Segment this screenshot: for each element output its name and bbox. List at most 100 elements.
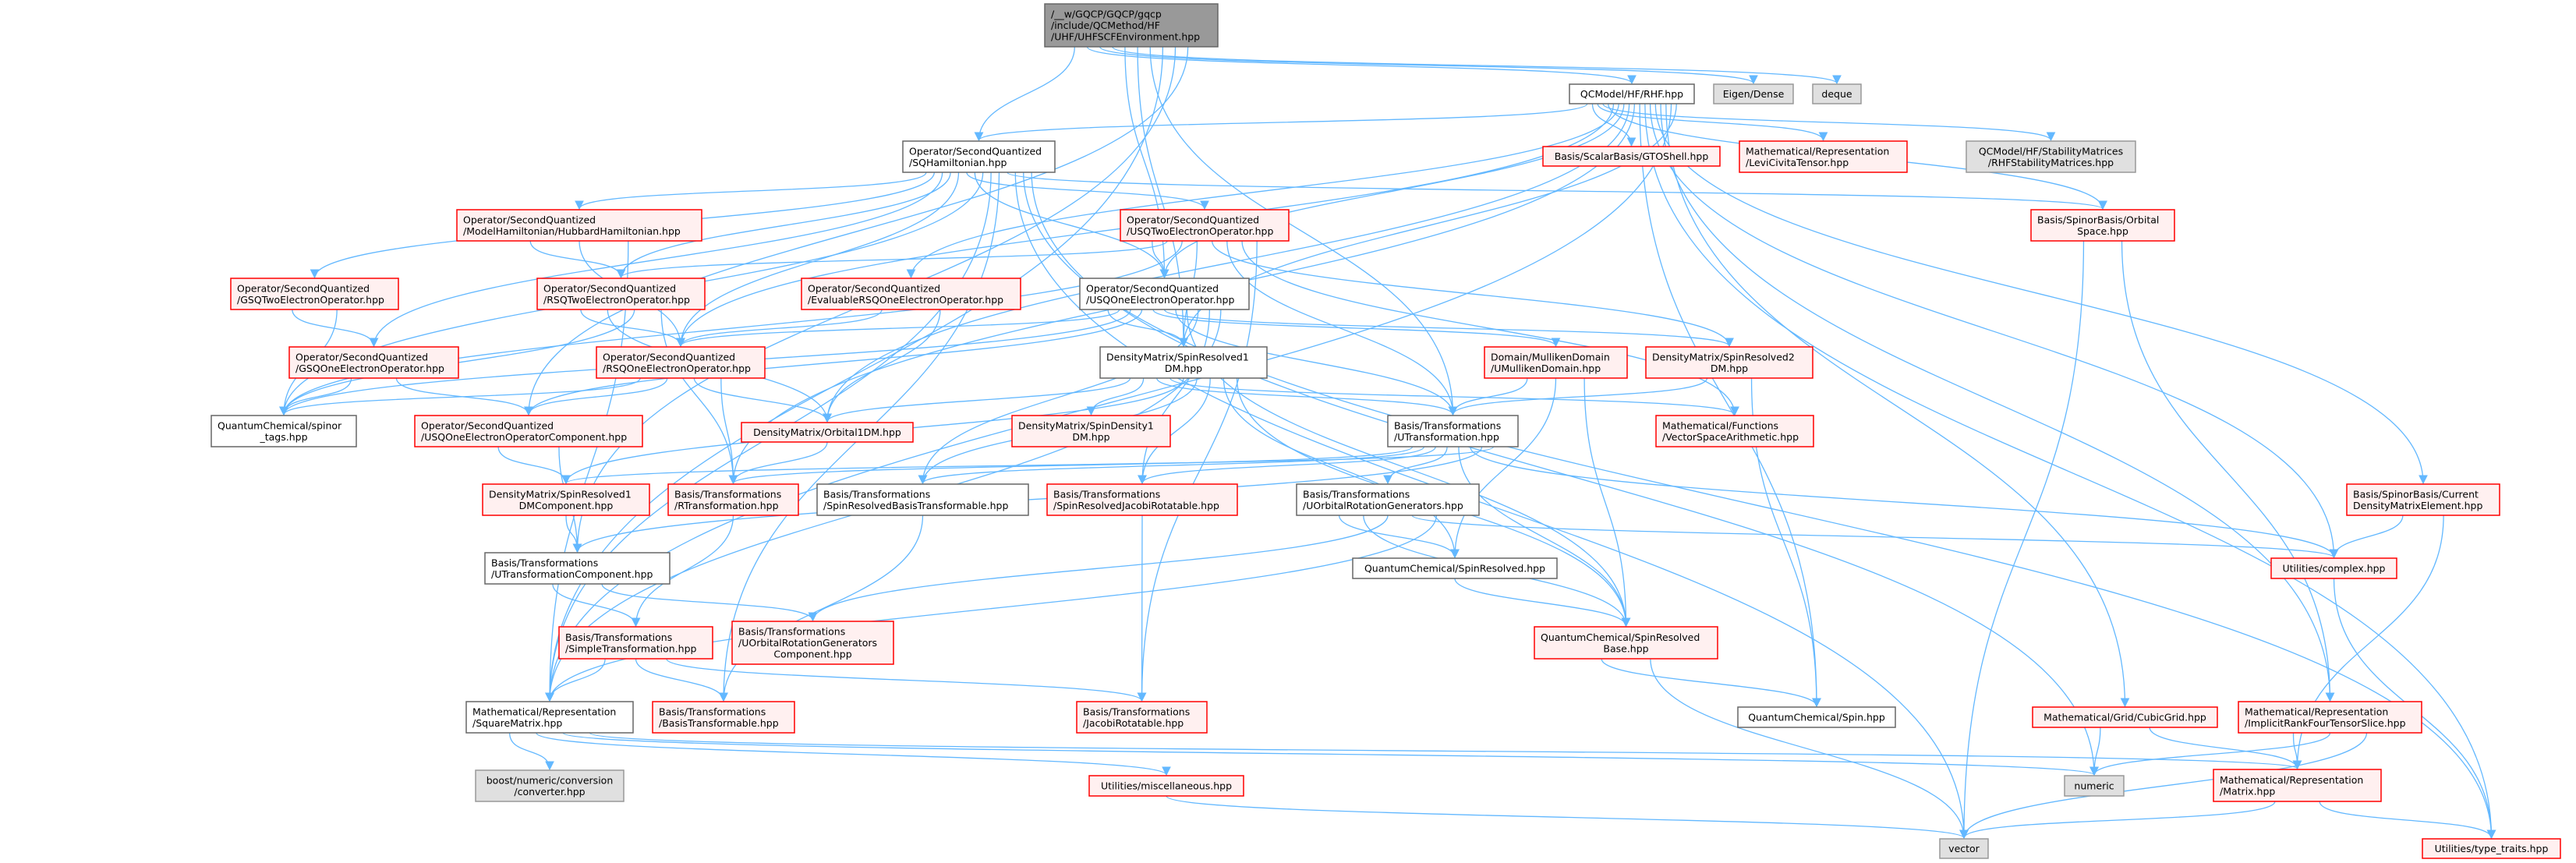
node-umulliken[interactable]: Domain/MullikenDomain/UMullikenDomain.hp… bbox=[1484, 346, 1628, 379]
node-sqham[interactable]: Operator/SecondQuantized/SQHamiltonian.h… bbox=[902, 140, 1056, 173]
edge-orbspace-to-vector bbox=[1959, 240, 2085, 840]
node-jacobi[interactable]: Basis/Transformations/JacobiRotatable.hp… bbox=[1076, 701, 1208, 734]
node-vecarith[interactable]: Mathematical/Functions/VectorSpaceArithm… bbox=[1655, 415, 1814, 447]
node-utrans[interactable]: Basis/Transformations/UTransformation.hp… bbox=[1387, 415, 1519, 447]
edge-usqtwo-to-jacobi bbox=[1137, 240, 1258, 702]
node-levicivita[interactable]: Mathematical/Representation/LeviCivitaTe… bbox=[1739, 140, 1908, 173]
edge-rhf-to-squarematrix bbox=[545, 103, 1672, 702]
node-cubicgrid[interactable]: Mathematical/Grid/CubicGrid.hpp bbox=[2032, 706, 2218, 728]
node-basistrans[interactable]: Basis/Transformations/BasisTransformable… bbox=[652, 701, 795, 734]
node-srbasistrans[interactable]: Basis/Transformations/SpinResolvedBasisT… bbox=[816, 483, 1029, 516]
edge-sr1dmcomp-to-utranscomp bbox=[565, 515, 582, 554]
node-label-line: Basis/Transformations bbox=[1053, 488, 1160, 500]
node-label-line: Basis/SpinorBasis/Orbital bbox=[2037, 214, 2159, 225]
node-curdme[interactable]: Basis/SpinorBasis/CurrentDensityMatrixEl… bbox=[2346, 483, 2500, 516]
node-implicit[interactable]: Mathematical/Representation/ImplicitRank… bbox=[2238, 701, 2422, 734]
edge-umulliken-to-utrans bbox=[1448, 377, 1528, 416]
node-rsqone[interactable]: Operator/SecondQuantized/RSQOneElectronO… bbox=[596, 346, 766, 379]
node-box bbox=[1088, 775, 1244, 797]
node-box bbox=[652, 701, 795, 734]
node-rhf[interactable]: QCModel/HF/RHF.hpp bbox=[1569, 83, 1695, 104]
edge-matrix-to-typetraits bbox=[2319, 801, 2496, 840]
edge-utrans-to-srbasistrans bbox=[918, 446, 1425, 485]
node-usqonecomp[interactable]: Operator/SecondQuantized/USQOneElectronO… bbox=[414, 415, 643, 447]
node-usqone[interactable]: Operator/SecondQuantized/USQOneElectronO… bbox=[1079, 278, 1250, 310]
node-box bbox=[484, 552, 671, 585]
node-rsqtwo[interactable]: Operator/SecondQuantized/RSQTwoElectronO… bbox=[536, 278, 706, 310]
node-label-line: Operator/SecondQuantized bbox=[295, 351, 428, 363]
node-label-line: DensityMatrix/SpinResolved1 bbox=[489, 488, 632, 500]
node-gtoshell[interactable]: Basis/ScalarBasis/GTOShell.hpp bbox=[1542, 146, 1721, 167]
node-label-line: _tags.hpp bbox=[259, 431, 307, 443]
node-label-line: /USQOneElectronOperatorComponent.hpp bbox=[421, 431, 627, 443]
node-simpletrans[interactable]: Basis/Transformations/SimpleTransformati… bbox=[558, 626, 713, 660]
node-numeric[interactable]: numeric bbox=[2064, 775, 2125, 797]
node-box bbox=[1044, 3, 1219, 48]
node-deque[interactable]: deque bbox=[1812, 83, 1862, 104]
edge-sqham-to-vector bbox=[1014, 172, 1969, 840]
node-label-line: /UTransformation.hpp bbox=[1394, 431, 1499, 443]
node-usqtwo[interactable]: Operator/SecondQuantized/USQTwoElectronO… bbox=[1120, 209, 1290, 242]
node-eigen[interactable]: Eigen/Dense bbox=[1713, 83, 1794, 104]
node-label-line: Operator/SecondQuantized bbox=[543, 282, 676, 294]
edge-sr2dm-to-utrans bbox=[1448, 377, 1708, 416]
node-uorbgencomp[interactable]: Basis/Transformations/UOrbitalRotationGe… bbox=[731, 621, 894, 665]
node-label-line: Basis/Transformations bbox=[1083, 706, 1190, 717]
edge-sqham-to-numeric bbox=[1031, 172, 2099, 776]
node-gsqtwo[interactable]: Operator/SecondQuantized/GSQTwoElectronO… bbox=[230, 278, 399, 310]
node-box bbox=[2064, 775, 2125, 797]
edge-utrans-to-complex bbox=[1470, 446, 2339, 559]
node-srjacobi[interactable]: Basis/Transformations/SpinResolvedJacobi… bbox=[1046, 483, 1238, 516]
node-boost[interactable]: boost/numeric/conversion/converter.hpp bbox=[475, 769, 625, 802]
edge-evalrsq-to-orb1dm bbox=[823, 309, 941, 423]
node-label-line: Basis/Transformations bbox=[565, 631, 672, 643]
edge-usqone-to-usqonecomp bbox=[524, 309, 1143, 416]
edge-rhf-to-spin bbox=[1639, 103, 1821, 708]
edge-uorbgen-to-complex bbox=[1411, 515, 2338, 559]
edge-cubicgrid-to-numeric bbox=[2089, 727, 2101, 776]
node-label-line: /SpinResolvedBasisTransformable.hpp bbox=[823, 500, 1008, 511]
node-label-line: Basis/Transformations bbox=[738, 626, 845, 638]
node-misc[interactable]: Utilities/miscellaneous.hpp bbox=[1088, 775, 1244, 797]
edge-rsqtwo-to-rtrans bbox=[660, 309, 738, 485]
node-label-line: QCModel/HF/StabilityMatrices bbox=[1979, 145, 2123, 157]
node-typetraits[interactable]: Utilities/type_traits.hpp bbox=[2422, 838, 2561, 859]
node-label-line: Mathematical/Functions bbox=[1662, 419, 1778, 431]
node-label-line: Domain/MullikenDomain bbox=[1491, 351, 1610, 363]
node-label-line: Basis/Transformations bbox=[823, 488, 930, 500]
node-box bbox=[1484, 346, 1628, 379]
node-label-line: numeric bbox=[2074, 780, 2114, 792]
node-hubbard[interactable]: Operator/SecondQuantized/ModelHamiltonia… bbox=[456, 209, 702, 242]
node-uorbgen[interactable]: Basis/Transformations/UOrbitalRotationGe… bbox=[1296, 483, 1480, 516]
edge-rsqone-to-spinortags bbox=[279, 377, 641, 416]
node-root[interactable]: /__w/GQCP/GQCP/gqcp/include/QCMethod/HF/… bbox=[1044, 3, 1219, 48]
node-vector[interactable]: vector bbox=[1939, 838, 1989, 859]
edge-srjacobi-to-jacobi bbox=[1137, 515, 1147, 702]
edge-srbase-to-vector bbox=[1650, 658, 1969, 840]
node-spin[interactable]: QuantumChemical/Spin.hpp bbox=[1737, 706, 1896, 728]
node-label-line: /JacobiRotatable.hpp bbox=[1083, 717, 1184, 729]
node-orb1dm[interactable]: DensityMatrix/Orbital1DM.hpp bbox=[741, 422, 914, 443]
edge-simpletrans-to-jacobi bbox=[666, 658, 1147, 702]
node-squarematrix[interactable]: Mathematical/Representation/SquareMatrix… bbox=[465, 701, 634, 734]
node-utranscomp[interactable]: Basis/Transformations/UTransformationCom… bbox=[484, 552, 671, 585]
node-rhfstab[interactable]: QCModel/HF/StabilityMatrices/RHFStabilit… bbox=[1966, 140, 2136, 173]
node-box bbox=[414, 415, 643, 447]
node-evalrsq[interactable]: Operator/SecondQuantized/EvaluableRSQOne… bbox=[801, 278, 1021, 310]
node-label-line: Mathematical/Representation bbox=[2245, 706, 2388, 717]
node-spinresolved[interactable]: QuantumChemical/SpinResolved.hpp bbox=[1352, 557, 1558, 579]
edge-usqone-to-srbasistrans bbox=[918, 309, 1199, 485]
node-rtrans[interactable]: Basis/Transformations/RTransformation.hp… bbox=[667, 483, 799, 516]
node-gsqone[interactable]: Operator/SecondQuantized/GSQOneElectronO… bbox=[288, 346, 459, 379]
node-complex[interactable]: Utilities/complex.hpp bbox=[2270, 557, 2397, 579]
node-box bbox=[1655, 415, 1814, 447]
node-sr1dmcomp[interactable]: DensityMatrix/SpinResolved1DMComponent.h… bbox=[482, 483, 650, 516]
edge-umulliken-to-srbase bbox=[1583, 377, 1631, 628]
node-matrix[interactable]: Mathematical/Representation/Matrix.hpp bbox=[2213, 769, 2382, 802]
node-spinortags[interactable]: QuantumChemical/spinor_tags.hpp bbox=[211, 415, 357, 447]
